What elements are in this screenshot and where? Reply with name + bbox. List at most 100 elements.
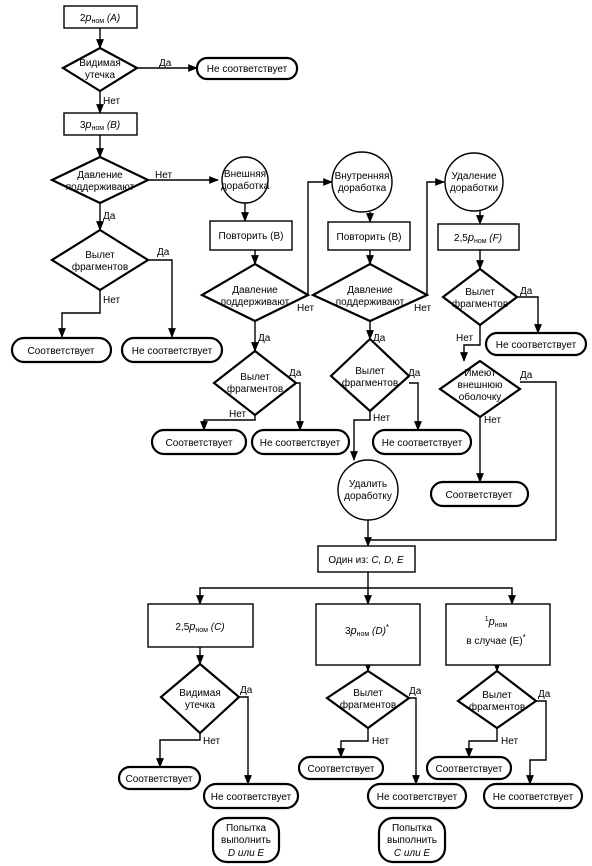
label-no: Нет <box>373 413 390 424</box>
box-2-5pnom-f: 2,5pном (F) <box>437 223 520 251</box>
label-yes: Да <box>408 368 421 379</box>
label-no: Нет <box>155 170 172 181</box>
svg-text:Имеют: Имеют <box>464 368 496 379</box>
svg-text:Попытка: Попытка <box>226 823 267 834</box>
circle-internal-rework: Внутренняя доработка <box>331 151 393 213</box>
decision-fragments-2: Вылет фрагментов <box>212 349 298 417</box>
box-2pnom-a: 2pном (A) <box>63 5 138 29</box>
label-yes: Да <box>258 333 271 344</box>
decision-fragments-3: Вылет фрагментов <box>329 337 411 413</box>
label-yes: Да <box>538 689 551 700</box>
terminal-nonconforming-6: Не соответствует <box>202 782 300 810</box>
svg-text:поддерживают: поддерживают <box>336 297 405 308</box>
svg-text:Соответствует: Соответствует <box>28 346 95 357</box>
svg-text:Внешняя: Внешняя <box>224 169 266 180</box>
svg-text:Соответствует: Соответствует <box>126 774 193 785</box>
terminal-conforming-3: Соответствует <box>429 480 530 508</box>
label-no: Нет <box>456 333 473 344</box>
label-no: Нет <box>297 303 314 314</box>
svg-text:D или E: D или E <box>228 848 265 859</box>
svg-text:Вылет: Вылет <box>240 372 270 383</box>
decision-outer-shell: Имеют внешнюю оболочку <box>438 359 522 419</box>
svg-text:Один из: C, D, E: Один из: C, D, E <box>328 555 404 566</box>
note-try-d-or-e: Попытка выполнить D или E <box>211 816 281 864</box>
svg-text:3pном (D)*: 3pном (D)* <box>345 623 389 638</box>
svg-text:Не соответствует: Не соответствует <box>211 792 292 803</box>
box-repeat-b-2: Повторить (B) <box>327 221 411 251</box>
box-choose-one: Один из: C, D, E <box>317 545 416 573</box>
decision-visible-leak-2: Видимая утечка <box>159 662 241 735</box>
svg-text:доработка: доработка <box>221 180 270 192</box>
svg-text:Удаление: Удаление <box>451 171 496 182</box>
circle-external-rework: Внешняя доработка <box>221 156 270 204</box>
svg-text:Внутренняя: Внутренняя <box>335 171 390 182</box>
svg-text:3pном (B): 3pном (B) <box>80 119 120 132</box>
label-yes: Да <box>240 685 253 696</box>
svg-text:выполнить: выполнить <box>221 835 271 846</box>
connectors <box>58 28 557 785</box>
svg-text:Не соответствует: Не соответствует <box>377 792 458 803</box>
label-no: Нет <box>414 303 431 314</box>
svg-text:C или E: C или E <box>394 848 431 859</box>
svg-text:Вылет: Вылет <box>355 366 385 377</box>
svg-text:Не соответствует: Не соответствует <box>260 438 341 449</box>
svg-text:утечка: утечка <box>185 700 216 711</box>
terminal-nonconforming-3: Не соответствует <box>250 428 351 456</box>
svg-text:внешнюю: внешнюю <box>458 380 503 391</box>
label-yes: Да <box>520 286 533 297</box>
svg-text:доработку: доработку <box>344 490 392 502</box>
note-try-c-or-e: Попытка выполнить C или E <box>377 816 447 864</box>
svg-text:Попытка: Попытка <box>392 823 433 834</box>
box-3pnom-b: 3pном (B) <box>63 112 138 136</box>
svg-text:Повторить (B): Повторить (B) <box>337 232 402 243</box>
box-pnom-e: 1pном в случае (E)* <box>445 603 551 666</box>
svg-text:Удалить: Удалить <box>349 479 387 490</box>
terminal-nonconforming-5: Не соответствует <box>484 331 588 357</box>
svg-text:фрагментов: фрагментов <box>72 261 128 273</box>
label-no: Нет <box>103 96 120 107</box>
terminal-conforming-5: Соответствует <box>297 755 385 781</box>
svg-text:фрагментов: фрагментов <box>469 701 525 713</box>
svg-text:Соответствует: Соответствует <box>436 764 503 775</box>
svg-text:Видимая: Видимая <box>79 58 121 69</box>
box-repeat-b-1: Повторить (B) <box>209 220 293 251</box>
decision-visible-leak-1: Видимая утечка <box>60 46 140 93</box>
box-3pnom-d: 3pном (D)* <box>315 603 421 666</box>
svg-text:1pном: 1pном <box>485 616 508 629</box>
label-no: Нет <box>229 409 246 420</box>
svg-text:Не соответствует: Не соответствует <box>207 64 288 75</box>
label-no: Нет <box>103 295 120 306</box>
svg-text:Не соответствует: Не соответствует <box>382 438 463 449</box>
svg-text:Повторить (B): Повторить (B) <box>219 231 284 242</box>
label-yes: Да <box>409 686 422 697</box>
svg-text:в случае (E)*: в случае (E)* <box>466 633 526 647</box>
label-yes: Да <box>103 211 116 222</box>
svg-text:фрагментов: фрагментов <box>227 383 283 395</box>
label-yes: Да <box>520 370 533 381</box>
svg-text:фрагментов: фрагментов <box>340 699 396 711</box>
svg-text:доработки: доработки <box>450 182 498 194</box>
terminal-nonconforming-2: Не соответствует <box>120 336 224 364</box>
svg-text:утечка: утечка <box>85 70 116 81</box>
svg-text:поддерживают: поддерживают <box>221 297 290 308</box>
svg-text:поддерживают: поддерживают <box>66 182 135 193</box>
svg-text:Не соответствует: Не соответствует <box>493 792 574 803</box>
label-yes: Да <box>373 333 386 344</box>
svg-text:фрагментов: фрагментов <box>452 298 508 310</box>
svg-text:Давление: Давление <box>232 285 278 296</box>
svg-text:выполнить: выполнить <box>387 835 437 846</box>
svg-text:доработка: доработка <box>338 182 387 194</box>
terminal-conforming-1: Соответствует <box>10 336 113 364</box>
svg-text:Видимая: Видимая <box>179 688 221 699</box>
decision-pressure-2: Давление поддерживают <box>199 262 311 323</box>
decision-fragments-6: Вылет фрагментов <box>456 669 538 730</box>
svg-text:Не соответствует: Не соответствует <box>132 346 213 357</box>
svg-text:2,5pном (C): 2,5pном (C) <box>175 621 224 634</box>
svg-text:Соответствует: Соответствует <box>308 764 375 775</box>
box-2-5pnom-c: 2,5pном (C) <box>147 603 254 648</box>
decision-fragments-5: Вылет фрагментов <box>325 669 411 730</box>
branch-labels: Да Нет Нет Да Да Нет Нет Да Да Нет Нет Д… <box>103 58 551 747</box>
terminal-conforming-2: Соответствует <box>150 428 248 456</box>
svg-text:2pном (A): 2pном (A) <box>80 12 120 25</box>
